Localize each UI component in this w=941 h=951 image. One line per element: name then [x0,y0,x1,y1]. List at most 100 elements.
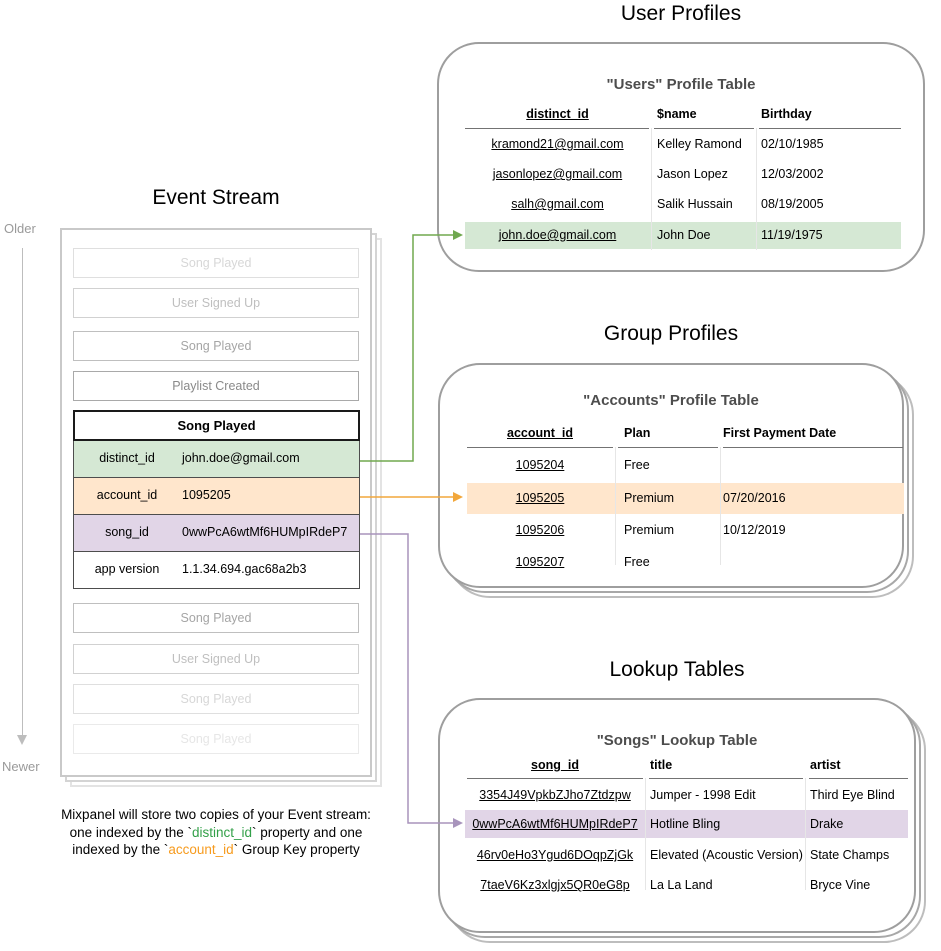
users-cell: Kelley Ramond [657,137,742,151]
songs-table-title: "Songs" Lookup Table [596,732,758,749]
event-property-row-account-id: account_id 1095205 [73,478,360,515]
property-value: john.doe@gmail.com [182,451,300,465]
songs-cell: Drake [810,817,844,831]
highlighted-row-songs [465,810,908,838]
older-label: Older [4,221,36,236]
column-divider [720,447,721,565]
event-box: User Signed Up [73,288,359,318]
property-value: 1.1.34.694.gac68a2b3 [182,562,307,576]
songs-cell: Elevated (Acoustic Version) [650,848,803,862]
group-profiles-title: Group Profiles [603,322,739,345]
user-profiles-title: User Profiles [620,2,742,25]
users-cell: 12/03/2002 [761,167,824,181]
accounts-cell: 1095207 [515,555,565,569]
lookup-tables-title: Lookup Tables [609,658,745,681]
songs-cell: 0wwPcA6wtMf6HUMpIRdeP7 [472,817,638,831]
caption-line-3: indexed by the `account_id` Group Key pr… [72,842,360,857]
users-cell: kramond21@gmail.com [491,137,624,151]
users-cell: 08/19/2005 [761,197,824,211]
accounts-cell: Free [624,458,650,472]
accounts-col-header: account_id [507,426,573,440]
header-underline [759,128,901,129]
highlighted-row-accounts [467,483,904,514]
songs-cell: Jumper - 1998 Edit [650,788,756,802]
users-table-title: "Users" Profile Table [606,76,756,93]
users-col-header: Birthday [761,107,812,121]
event-box: Song Played [73,331,359,361]
accounts-cell: Free [624,555,650,569]
users-col-header: distinct_id [526,107,589,121]
songs-cell: State Champs [810,848,890,862]
accounts-col-header: Plan [624,426,651,440]
songs-cell: 7taeV6Kz3xlgjx5QR0eG8p [480,878,630,892]
event-box: Playlist Created [73,371,359,401]
users-cell: salh@gmail.com [511,197,604,211]
songs-cell: 3354J49VpkbZJho7Ztdzpw [479,788,631,802]
accounts-profile-card [438,363,904,588]
users-cell: John Doe [657,228,711,242]
caption-line-1: Mixpanel will store two copies of your E… [61,807,371,822]
users-cell: 11/19/1975 [761,228,823,242]
property-value: 1095205 [182,488,231,502]
users-cell: 02/10/1985 [761,137,824,151]
event-box: Song Played [73,248,359,278]
highlighted-row-users [465,222,901,249]
songs-cell: La La Land [650,878,713,892]
column-divider [615,447,616,565]
property-value: 0wwPcA6wtMf6HUMpIRdeP7 [182,525,348,539]
songs-cell: Third Eye Blind [810,788,895,802]
songs-col-header: title [650,758,673,772]
songs-cell: 46rv0eHo3Ygud6DOqpZjGk [476,848,634,862]
header-underline [467,778,643,779]
timeline-line [22,248,23,735]
property-key: distinct_id [99,451,155,465]
event-property-row-app-version: app version 1.1.34.694.gac68a2b3 [73,552,360,589]
songs-cell: Hotline Bling [650,817,721,831]
column-divider [756,128,757,250]
accounts-cell: Premium [624,491,675,505]
event-stream-caption: Mixpanel will store two copies of your E… [16,806,416,859]
header-underline [654,128,754,129]
header-underline [467,447,613,448]
account-id-keyword: account_id [168,842,234,857]
event-box: Song Played [73,684,359,714]
caption-line-2: one indexed by the `distinct_id` propert… [69,824,363,840]
users-cell: Jason Lopez [657,167,728,181]
songs-col-header: artist [810,758,841,772]
header-underline [618,447,718,448]
event-stream-title: Event Stream [152,186,280,209]
accounts-table-title: "Accounts" Profile Table [583,392,759,409]
accounts-cell: 1095204 [515,458,565,472]
users-cell: Salik Hussain [657,197,733,211]
accounts-cell: 1095205 [515,491,565,505]
property-key: account_id [96,488,158,502]
header-underline [809,778,908,779]
accounts-cell: 1095206 [515,523,565,537]
header-underline [465,128,649,129]
songs-cell: Bryce Vine [810,878,871,892]
header-underline [723,447,903,448]
users-cell: john.doe@gmail.com [498,228,617,242]
accounts-col-header: First Payment Date [723,426,837,440]
users-cell: jasonlopez@gmail.com [492,167,623,181]
event-property-row-distinct-id: distinct_id john.doe@gmail.com [73,441,360,478]
column-divider [645,778,646,890]
event-property-row-song-id: song_id 0wwPcA6wtMf6HUMpIRdeP7 [73,515,360,552]
active-event-header: Song Played [73,410,360,441]
column-divider [805,778,806,890]
accounts-cell: 10/12/2019 [723,523,786,537]
songs-col-header: song_id [531,758,579,772]
timeline-arrow-down-icon [17,735,27,745]
property-key: song_id [105,525,149,539]
column-divider [651,128,652,250]
header-underline [649,778,803,779]
event-box: User Signed Up [73,644,359,674]
event-box: Song Played [73,603,359,633]
users-col-header: $name [657,107,697,121]
property-key: app version [94,562,160,576]
distinct-id-keyword: distinct_id [191,824,253,840]
event-box: Song Played [73,724,359,754]
newer-label: Newer [2,759,40,774]
accounts-cell: Premium [624,523,675,537]
